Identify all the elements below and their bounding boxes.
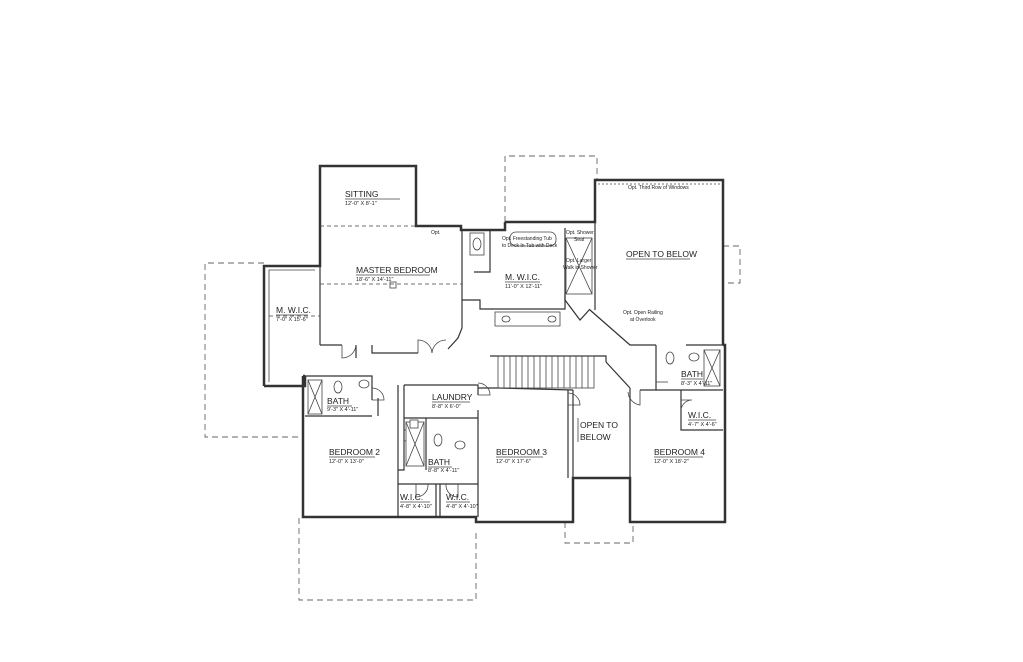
bath-3-dims: 8'-3" X 4'-11" (681, 381, 712, 387)
bath-2-label: BATH (428, 457, 450, 467)
wic-1-label: W.I.C. (400, 492, 423, 502)
bedroom-2-label: BEDROOM 2 (329, 447, 380, 457)
tub-note-line2: to Deck In Tub with Deck (502, 243, 558, 249)
shower-note-1: Opt. Shower (566, 230, 594, 236)
shower-note-2: Seat (574, 237, 585, 243)
bedroom-3-dims: 12'-0" X 17'-6" (496, 459, 531, 465)
interior-walls (305, 222, 723, 517)
master-bedroom-dims: 18'-6" X 14'-11" (356, 277, 393, 283)
exterior-walls (262, 164, 727, 524)
railing-note-1: Opt. Open Railing (623, 310, 663, 316)
room-labels: SITTING 12'-0" X 8'-1" MASTER BEDROOM 18… (276, 189, 717, 510)
shower-note-3: Opt. Larger (566, 258, 592, 264)
railing-note-2: at Overlook (630, 317, 656, 323)
shower-note-4: Walk in Shower (563, 265, 598, 271)
open-to-below-small-line1: OPEN TO (580, 420, 618, 430)
wic-3-label: W.I.C. (688, 410, 711, 420)
label-underlines (276, 198, 716, 503)
bedroom-4-label: BEDROOM 4 (654, 447, 705, 457)
master-wic-right-label: M. W.I.C. (505, 272, 540, 282)
master-wic-left-dims: 7'-0" X 15'-6" (276, 317, 308, 323)
bath-3-label: BATH (681, 369, 703, 379)
master-wic-left-label: M. W.I.C. (276, 305, 311, 315)
open-to-below-main-label: OPEN TO BELOW (626, 249, 697, 259)
staircase (497, 355, 595, 389)
wic-2-dims: 4'-8" X 4'-10" (446, 504, 478, 510)
wic-2-label: W.I.C. (446, 492, 469, 502)
bath-1-dims: 9'-3" X 4'-11" (327, 407, 358, 413)
opt-note: Opt. (431, 230, 440, 236)
laundry-dims: 8'-8" X 6'-0" (432, 404, 461, 410)
wic-1-dims: 4'-8" X 4'-10" (400, 504, 432, 510)
optional-extensions (204, 155, 741, 601)
open-to-below-small-line2: BELOW (580, 432, 611, 442)
laundry-label: LAUNDRY (432, 392, 473, 402)
fixtures (269, 183, 721, 467)
master-wic-right-dims: 11'-0" X 12'-11" (505, 284, 542, 290)
bath-2-dims: 8'-8" X 4'-11" (428, 468, 459, 474)
master-bedroom-label: MASTER BEDROOM (356, 265, 438, 275)
windows-note: Opt. Third Row of Windows (628, 185, 689, 191)
bedroom-3-label: BEDROOM 3 (496, 447, 547, 457)
door-swings (341, 339, 693, 498)
plan-notes: Opt. Third Row of Windows Opt. Opt. Free… (431, 185, 689, 323)
bedroom-2-dims: 12'-0" X 13'-0" (329, 459, 364, 465)
tub-note-line1: Opt. Freestanding Tub (502, 236, 552, 242)
wic-3-dims: 4'-7" X 4'-6" (688, 422, 717, 428)
bath-1-label: BATH (327, 396, 349, 406)
bedroom-4-dims: 12'-0" X 18'-2" (654, 459, 689, 465)
sitting-label: SITTING (345, 189, 379, 199)
sitting-dims: 12'-0" X 8'-1" (345, 201, 377, 207)
